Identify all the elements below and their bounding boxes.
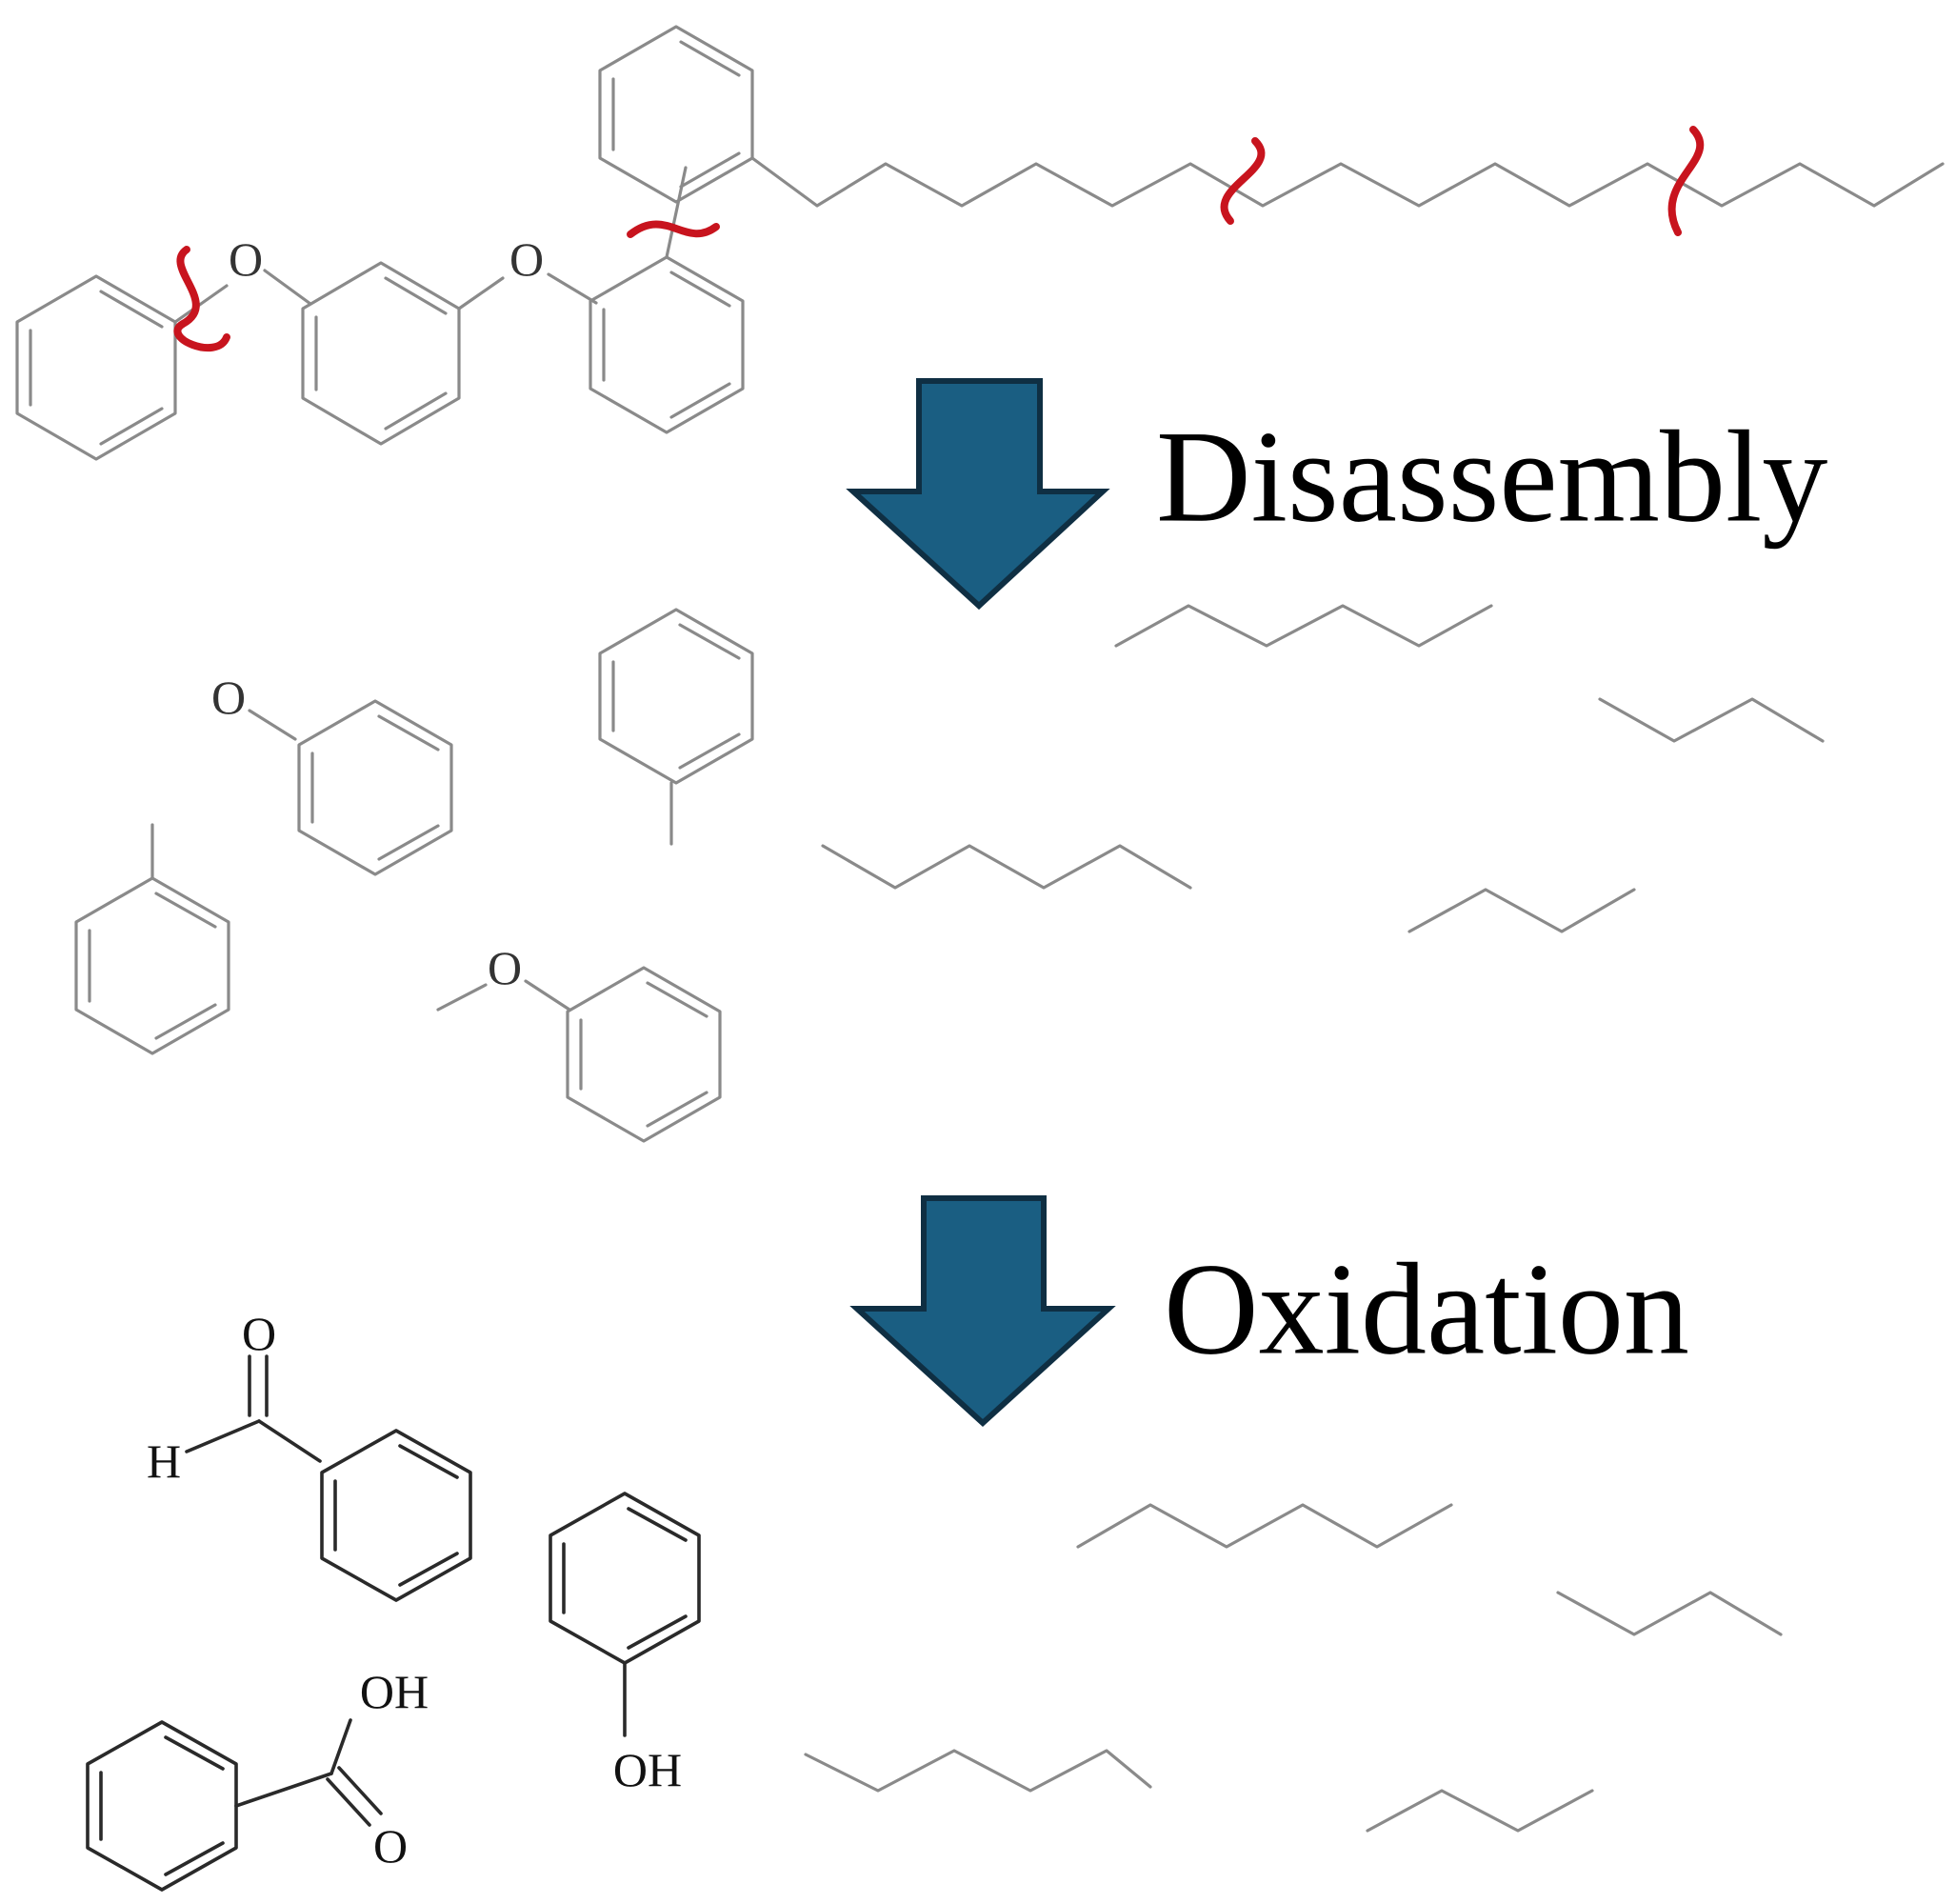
alkyl-product — [1366, 1789, 1594, 1833]
ether-oxygen-label: O — [509, 232, 544, 286]
disassembly-label: Disassembly — [1156, 404, 1827, 550]
acid-hydroxyl-label: OH — [360, 1665, 429, 1718]
ether-oxygen-label: O — [229, 232, 263, 286]
benzene-ring — [86, 1720, 238, 1892]
oxidation-products: O H OH OH O — [86, 1307, 1783, 1892]
alkyl-chain — [750, 156, 1945, 208]
scission-mark — [627, 220, 720, 238]
down-arrow-icon — [849, 1195, 1116, 1428]
down-arrow-icon — [846, 378, 1110, 611]
scission-mark — [173, 246, 230, 352]
benzene-ring — [15, 274, 177, 461]
oxygen-label: O — [488, 941, 522, 994]
aldehyde-hydrogen-label: H — [147, 1434, 181, 1488]
oxidation-step: Oxidation — [849, 1195, 1689, 1428]
alkyl-fragment — [1407, 888, 1636, 933]
oxygen-label: O — [211, 671, 246, 724]
alkyl-product — [1556, 1591, 1783, 1636]
alkyl-fragment — [821, 844, 1192, 890]
scission-mark — [1667, 126, 1705, 236]
alkyl-product — [1076, 1503, 1453, 1549]
benzene-ring — [320, 1429, 472, 1602]
oxidation-label: Oxidation — [1164, 1236, 1689, 1382]
benzene-ring — [566, 966, 722, 1143]
benzene-ring — [301, 261, 461, 446]
benzene-ring — [598, 25, 754, 204]
scission-mark — [1220, 137, 1266, 225]
alkyl-fragment — [1598, 697, 1825, 743]
benzene-ring — [74, 876, 230, 1055]
alkyl-product — [804, 1749, 1152, 1793]
benzene-ring — [297, 699, 453, 876]
benzene-ring — [598, 608, 754, 785]
phenol-hydroxyl-label: OH — [613, 1743, 682, 1796]
acid-carbonyl-oxygen-label: O — [373, 1819, 408, 1873]
benzene-ring — [549, 1492, 701, 1665]
disassembled-fragments: O O — [74, 604, 1825, 1143]
polymer-structure: O O — [15, 25, 1945, 461]
benzene-ring — [589, 255, 745, 434]
aldehyde-oxygen-label: O — [242, 1307, 276, 1360]
alkyl-fragment — [1114, 604, 1493, 648]
disassembly-step: Disassembly — [846, 378, 1827, 611]
